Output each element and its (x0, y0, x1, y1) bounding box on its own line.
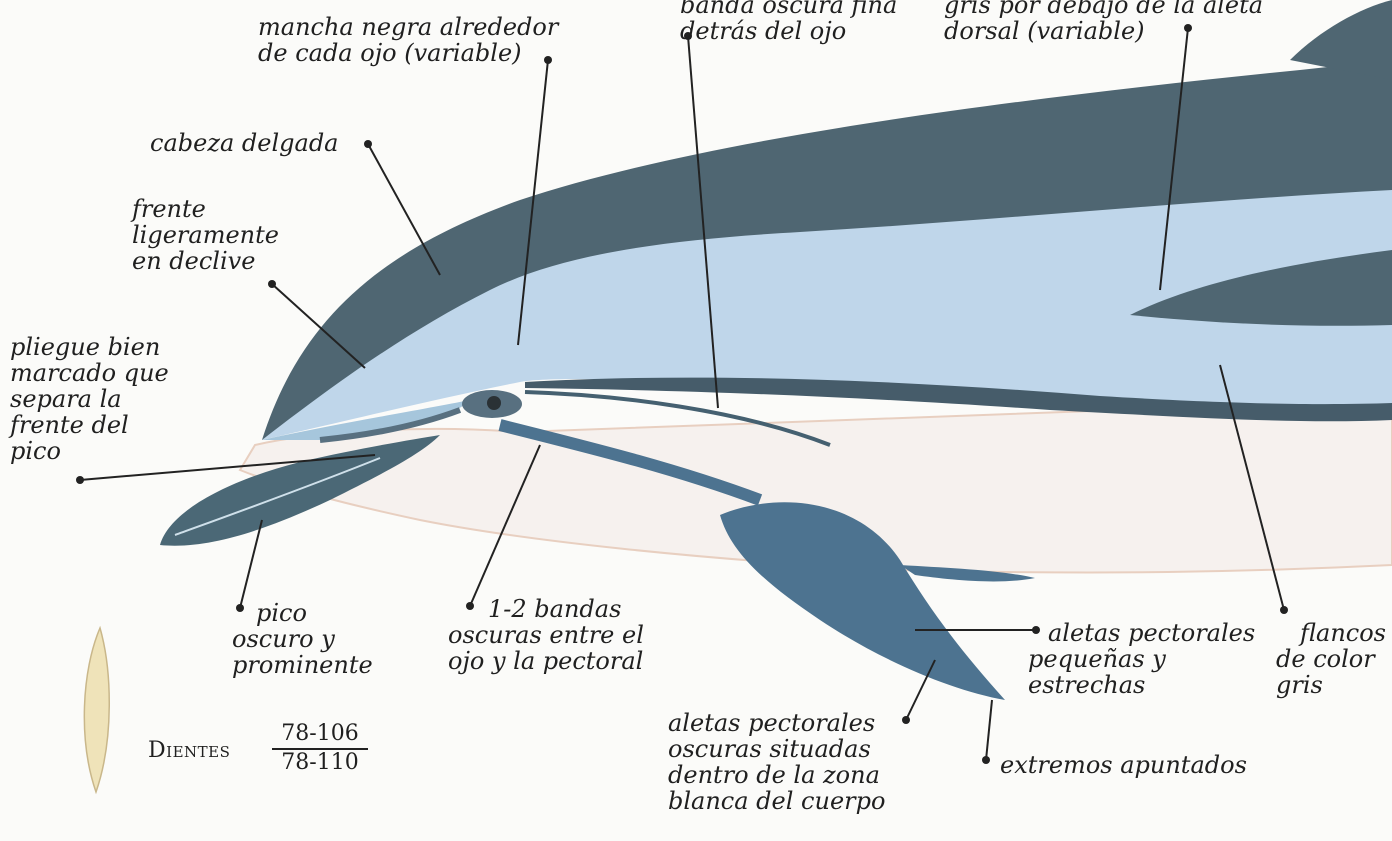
dolphin-dorsal-fin (1290, 0, 1392, 80)
label-aletas-small: aletas pectorales pequeñas y estrechas (1028, 620, 1255, 698)
label-mancha: mancha negra alrededor de cada ojo (vari… (258, 14, 558, 66)
label-pico: pico oscuro y prominente (232, 600, 373, 678)
label-dorsal: gris por debajo de la aleta dorsal (vari… (944, 0, 1263, 44)
teeth-label: Dientes (148, 738, 230, 763)
teeth-upper: 78-106 (272, 720, 368, 748)
label-pliegue: pliegue bien marcado que separa la frent… (10, 334, 169, 464)
tooth-icon (84, 628, 109, 792)
label-banda: banda oscura fina detrás del ojo (680, 0, 897, 44)
label-aletas-dark: aletas pectorales oscuras situadas dentr… (668, 710, 885, 814)
label-frente: frente ligeramente en declive (132, 196, 279, 274)
teeth-lower: 78-110 (272, 748, 368, 776)
label-cabeza: cabeza delgada (150, 130, 338, 156)
label-extremos: extremos apuntados (1000, 752, 1247, 778)
teeth-count: 78-106 78-110 (272, 720, 368, 776)
label-bandas: 1-2 bandas oscuras entre el ojo y la pec… (448, 596, 644, 674)
label-flancos: flancos de color gris (1276, 620, 1386, 698)
